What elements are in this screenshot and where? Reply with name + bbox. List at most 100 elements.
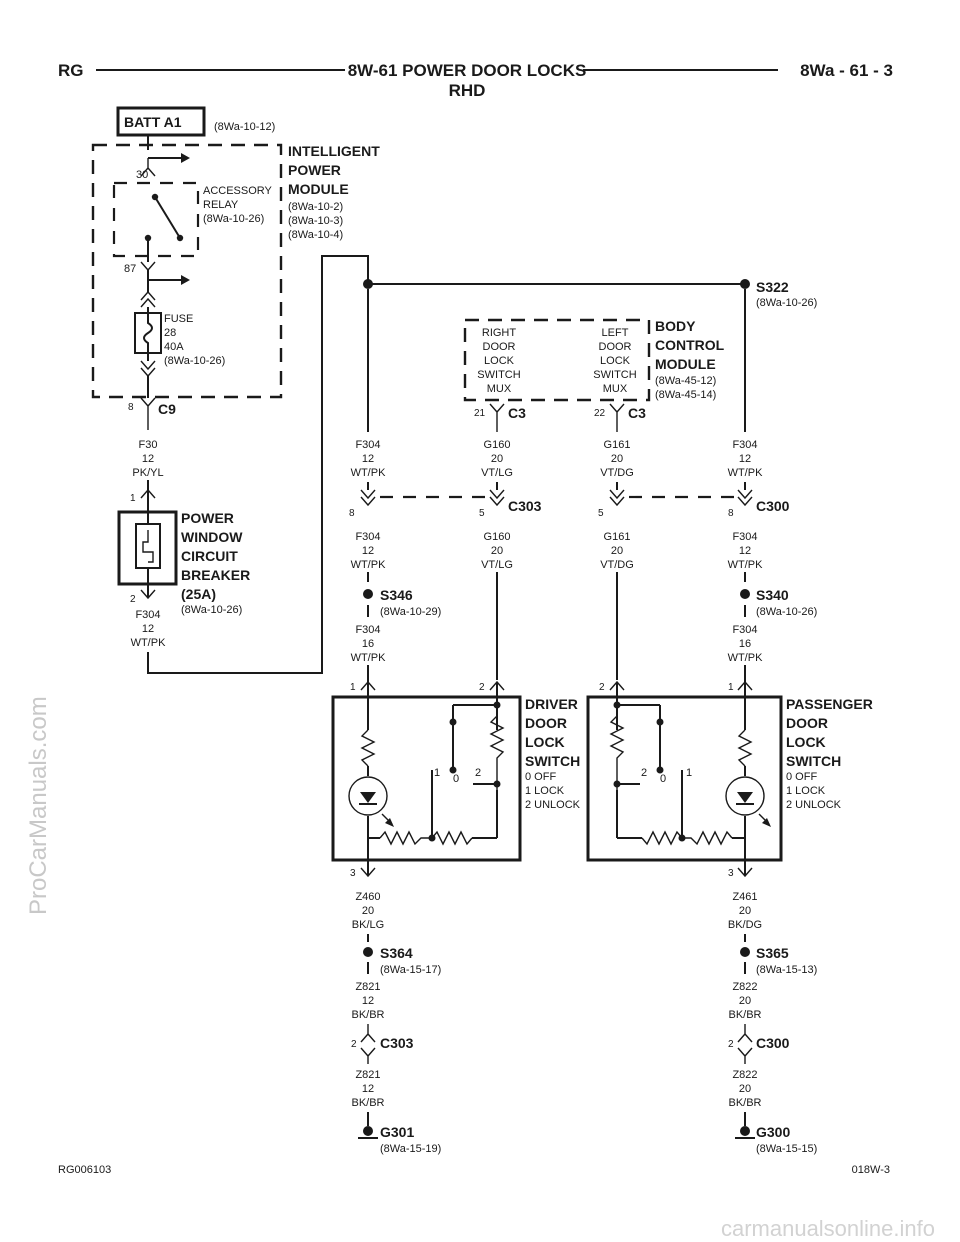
driver-switch-title-3: LOCK — [525, 734, 565, 750]
bcm-left-mux-2: DOOR — [599, 341, 632, 353]
passenger-switch-pos-2: 2 — [641, 767, 647, 779]
passenger-switch-pos-0: 0 — [660, 773, 666, 785]
s340-splice — [740, 589, 750, 599]
wire-f304-left-mid-color: WT/PK — [351, 559, 386, 571]
c300-upper-pin-5: 5 — [598, 508, 604, 519]
wire-z460-color: BK/LG — [352, 919, 384, 931]
f304-feed-route — [147, 255, 369, 674]
wire-g160-top-code: G160 — [484, 439, 511, 451]
ipm-boundary — [91, 143, 283, 399]
batt-a1-label: BATT A1 — [124, 114, 182, 130]
g300-ref: (8Wa-15-15) — [756, 1143, 817, 1155]
wire-f30-code: F30 — [139, 439, 158, 451]
wire-f304-right-top-gauge: 12 — [739, 453, 751, 465]
wire-f304-left-16-code: F304 — [355, 624, 380, 636]
s365-ref: (8Wa-15-13) — [756, 964, 817, 976]
wire-z460-code: Z460 — [355, 891, 380, 903]
wire-f304-right-mid-gauge: 12 — [739, 545, 751, 557]
passenger-switch-pin-1: 1 — [728, 682, 734, 693]
accessory-relay-boundary — [112, 181, 200, 258]
s346-label: S346 — [380, 587, 413, 603]
wire-f30-color: PK/YL — [132, 467, 163, 479]
wire-z821-a-gauge: 12 — [362, 995, 374, 1007]
c303-lower-label: C303 — [380, 1035, 414, 1051]
passenger-switch-state-1: 1 LOCK — [786, 785, 826, 797]
wire-z461-code: Z461 — [732, 891, 757, 903]
relay-pin87-connector — [140, 261, 156, 272]
passenger-switch-title-1: PASSENGER — [786, 696, 873, 712]
s322-left-splice — [363, 279, 373, 289]
g301-label: G301 — [380, 1124, 414, 1140]
driver-switch-pos-2: 2 — [475, 767, 481, 779]
s322-label: S322 — [756, 279, 789, 295]
relay-label-2: RELAY — [203, 199, 239, 211]
fuse-bottom-connector — [140, 360, 156, 378]
s340-label: S340 — [756, 587, 789, 603]
bcm-right-mux-2: DOOR — [483, 341, 516, 353]
c9-connector — [140, 397, 156, 430]
bcm-right-mux-4: SWITCH — [477, 369, 520, 381]
wire-g161-top-gauge: 20 — [611, 453, 623, 465]
wire-f304-left-top-code: F304 — [355, 439, 380, 451]
wire-z822-b-gauge: 20 — [739, 1083, 751, 1095]
bcm-c3-label-a: C3 — [508, 405, 526, 421]
s322-ref: (8Wa-10-26) — [756, 297, 817, 309]
c300-lower-pin: 2 — [728, 1039, 734, 1050]
relay-pin-30: 30 — [136, 169, 148, 181]
c303-upper-pin-8: 8 — [349, 508, 355, 519]
c9-label: C9 — [158, 401, 176, 417]
s346-splice — [363, 589, 373, 599]
bcm-c3-pin-22: 22 — [594, 408, 606, 419]
ipm-ref-1: (8Wa-10-2) — [288, 201, 343, 213]
relay-pin30-connector — [140, 158, 156, 177]
ipm-title-3: MODULE — [288, 181, 349, 197]
passenger-switch-pin-2: 2 — [599, 682, 605, 693]
header-page-number: 8Wa - 61 - 3 — [800, 61, 893, 80]
c303-upper-label: C303 — [508, 498, 542, 514]
bcm-title-2: CONTROL — [655, 337, 725, 353]
wire-g160-bot-code: G160 — [484, 531, 511, 543]
passenger-switch-title-4: SWITCH — [786, 753, 841, 769]
driver-switch-pos-1: 1 — [434, 767, 440, 779]
wire-z822-a-color: BK/BR — [728, 1009, 761, 1021]
wire-z821-b-code: Z821 — [355, 1069, 380, 1081]
driver-switch-state-2: 2 UNLOCK — [525, 799, 581, 811]
breaker-pin-1: 1 — [130, 493, 136, 504]
relay-contact — [176, 234, 184, 242]
passenger-switch-state-0: 0 OFF — [786, 771, 817, 783]
bcm-right-mux-3: LOCK — [484, 355, 515, 367]
driver-switch-pin-3: 3 — [350, 868, 356, 879]
c300-lower-label: C300 — [756, 1035, 790, 1051]
wire-f304-right-16-color: WT/PK — [728, 652, 763, 664]
wire-f304-left-top-gauge: 12 — [362, 453, 374, 465]
wire-f304-left-mid-gauge: 12 — [362, 545, 374, 557]
passenger-switch-title-3: LOCK — [786, 734, 826, 750]
bcm-title-3: MODULE — [655, 356, 716, 372]
bcm-right-mux-5: MUX — [487, 383, 512, 395]
wire-f304-right-16-code: F304 — [732, 624, 757, 636]
wire-f304-right-top-color: WT/PK — [728, 467, 763, 479]
wire-f304-right-mid-color: WT/PK — [728, 559, 763, 571]
driver-switch-title-1: DRIVER — [525, 696, 578, 712]
s365-splice — [740, 947, 750, 957]
bcm-ref-1: (8Wa-45-12) — [655, 375, 716, 387]
ipm-ref-3: (8Wa-10-4) — [288, 229, 343, 241]
breaker-symbol — [135, 512, 161, 584]
fuse-element — [143, 313, 153, 353]
wire-f304-right-16-gauge: 16 — [739, 638, 751, 650]
batt-a1-box — [116, 106, 206, 137]
relay-pivot — [151, 193, 159, 201]
wire-f304-left-16-gauge: 16 — [362, 638, 374, 650]
breaker-title-1: POWER — [181, 510, 234, 526]
g300-ground-icon — [735, 1126, 755, 1139]
passenger-switch-pos-1: 1 — [686, 767, 692, 779]
wire-z821-a-code: Z821 — [355, 981, 380, 993]
side-watermark: ProCarManuals.com — [25, 696, 52, 915]
wire-f304-breaker-code: F304 — [135, 609, 160, 621]
s346-ref: (8Wa-10-29) — [380, 606, 441, 618]
driver-switch-title-2: DOOR — [525, 715, 567, 731]
ipm-title-2: POWER — [288, 162, 341, 178]
c303-upper-pin-5: 5 — [479, 508, 485, 519]
s365-label: S365 — [756, 945, 789, 961]
bcm-c3-label-b: C3 — [628, 405, 646, 421]
